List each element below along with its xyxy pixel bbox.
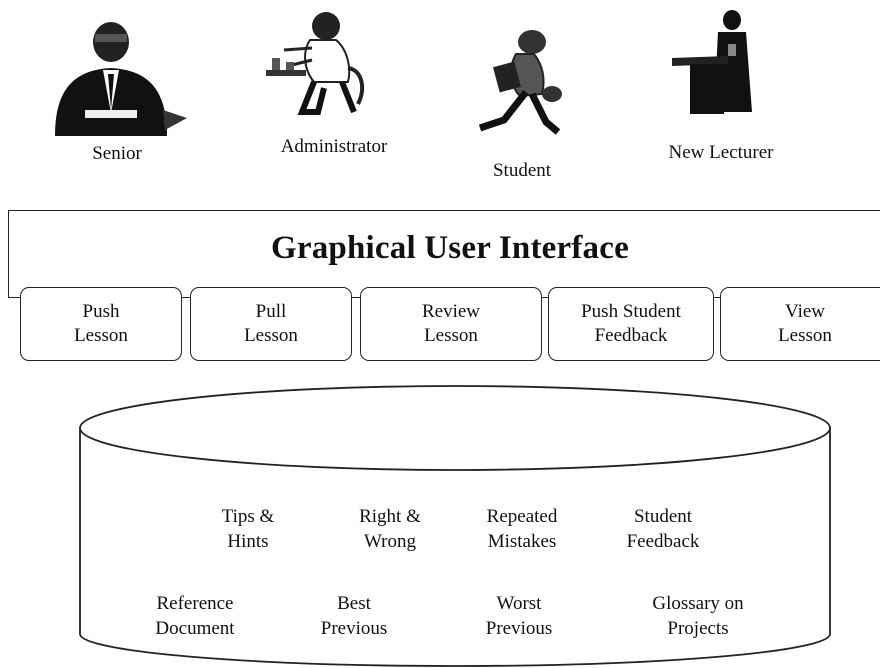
gui-title-text: Graphical User Interface <box>271 230 629 266</box>
pull-lesson-label: Pull Lesson <box>244 301 298 346</box>
push-lesson-label: Push Lesson <box>74 301 128 346</box>
view-lesson-button[interactable]: View Lesson <box>720 287 880 361</box>
push-student-feedback-button[interactable]: Push Student Feedback <box>548 287 714 361</box>
push-student-feedback-label: Push Student Feedback <box>581 301 681 346</box>
student-figure-icon <box>478 30 562 135</box>
push-lesson-button[interactable]: Push Lesson <box>20 287 182 361</box>
senior-figure-icon <box>55 22 187 136</box>
gui-title: Graphical User Interface <box>0 230 880 267</box>
db-item-reference-document: Reference Document <box>155 593 235 639</box>
db-item-worst-previous: Worst Previous <box>485 593 553 639</box>
view-lesson-label: View Lesson <box>778 301 832 346</box>
db-item-student-feedback: Student Feedback <box>626 506 700 552</box>
db-item-repeated-mistakes: Repeated Mistakes <box>486 506 558 552</box>
review-lesson-label: Review Lesson <box>421 301 481 346</box>
user-label-new-lecturer: New Lecturer <box>668 142 774 163</box>
db-item-best-previous: Best Previous <box>320 593 388 639</box>
review-lesson-button[interactable]: Review Lesson <box>360 287 542 361</box>
db-item-glossary-on-projects: Glossary on Projects <box>652 593 744 639</box>
user-label-administrator: Administrator <box>280 136 388 157</box>
user-label-student: Student <box>492 160 552 181</box>
pull-lesson-button[interactable]: Pull Lesson <box>190 287 352 361</box>
db-item-right-wrong: Right & Wrong <box>359 506 421 552</box>
user-label-senior: Senior <box>92 143 142 164</box>
db-item-tips-hints: Tips & Hints <box>221 506 275 552</box>
administrator-figure-icon <box>266 12 365 115</box>
new-lecturer-figure-icon <box>672 10 752 114</box>
